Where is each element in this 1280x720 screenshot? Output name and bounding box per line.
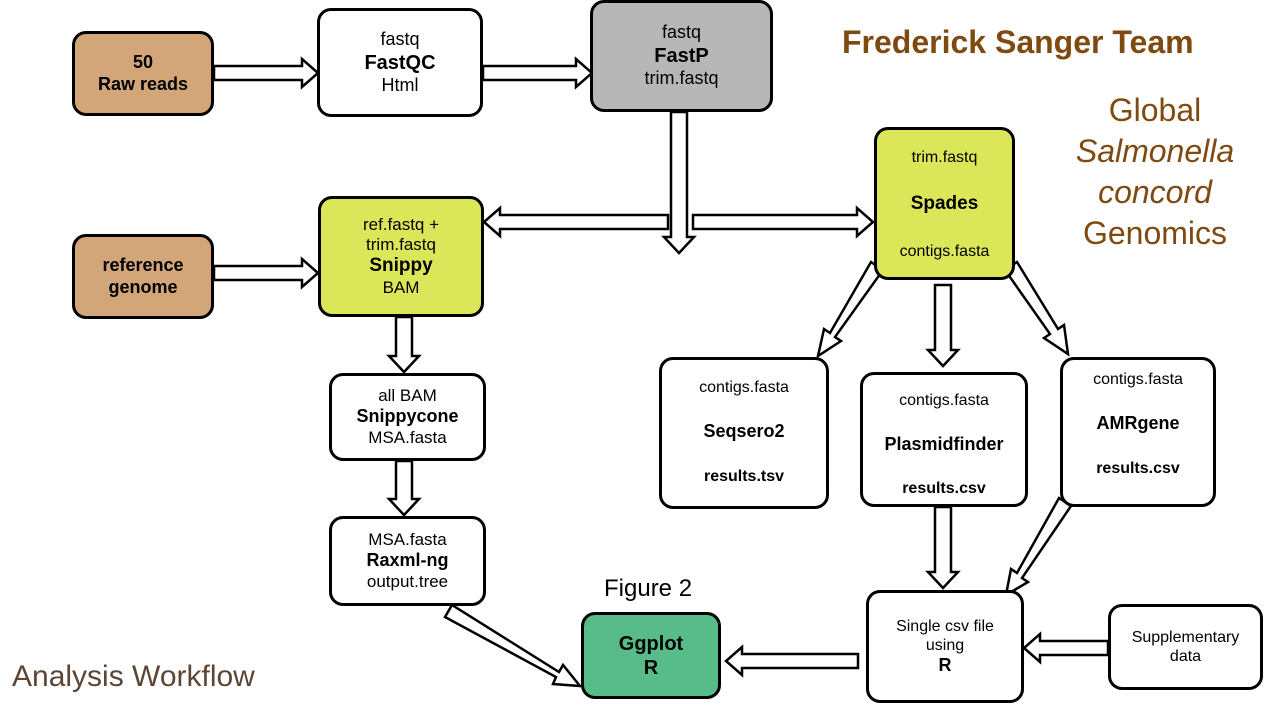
raxml-output: output.tree	[366, 571, 449, 591]
node-snippy: ref.fastq + trim.fastq Snippy BAM	[318, 196, 484, 317]
arrow-snippycore-down	[386, 459, 422, 517]
spades-input: trim.fastq	[911, 149, 978, 166]
snippy-input-ref: ref.fastq +	[362, 214, 440, 234]
arrow-ref-to-snippy	[212, 256, 320, 290]
seqsero-input: contigs.fasta	[699, 379, 789, 396]
arrow-spades-to-amr	[1003, 260, 1070, 357]
arrow-to-snippy	[482, 205, 670, 239]
ggplot-tool: Ggplot	[618, 632, 684, 655]
arrow-supp-to-csv	[1022, 631, 1110, 665]
csv-line-2: using	[925, 636, 965, 654]
ggplot-lang: R	[643, 656, 659, 679]
arrow-fastqc-to-fastp	[481, 56, 594, 90]
arrow-raxml-to-ggplot	[443, 603, 583, 688]
snippy-tool: Snippy	[369, 255, 433, 277]
project-subtitle: Global Salmonella concord Genomics	[1060, 90, 1250, 254]
node-supplementary: Supplementary data	[1108, 604, 1263, 690]
snippycore-output: MSA.fasta	[368, 427, 447, 447]
workflow-title: Analysis Workflow	[12, 660, 255, 693]
csv-tool: R	[938, 654, 952, 675]
node-ggplot: Ggplot R	[581, 612, 721, 699]
node-snippycore: all BAM Snippycone MSA.fasta	[329, 373, 486, 461]
fastp-input: fastq	[661, 22, 702, 43]
seqsero-tool: Seqsero2	[703, 421, 785, 442]
raw-reads-count: 50	[132, 51, 154, 72]
node-fastp: fastq FastP trim.fastq	[590, 0, 773, 112]
arrow-plasmid-to-csv	[925, 505, 961, 590]
figure-label: Figure 2	[604, 575, 693, 602]
arrow-amr-to-csv	[1004, 496, 1073, 598]
arrow-spades-to-plasmid	[925, 283, 961, 368]
raw-reads-label: Raw reads	[97, 73, 189, 94]
supp-line-2: data	[1169, 648, 1202, 665]
subtitle-line-global: Global	[1108, 92, 1202, 128]
csv-line-1: Single csv file	[896, 617, 994, 635]
snippycore-tool: Snippycone	[356, 406, 459, 427]
arrow-snippy-down	[386, 315, 422, 374]
amr-output: results.csv	[1096, 459, 1180, 477]
plasmid-input: contigs.fasta	[899, 392, 989, 409]
snippy-input-trim: trim.fastq	[366, 234, 436, 254]
raxml-tool: Raxml-ng	[366, 550, 449, 571]
plasmid-output: results.csv	[902, 479, 986, 497]
snippy-output: BAM	[382, 278, 420, 298]
fastqc-tool: FastQC	[364, 51, 436, 74]
subtitle-line-genomics: Genomics	[1082, 215, 1228, 251]
fastp-tool: FastP	[654, 45, 709, 67]
arrow-csv-to-ggplot	[724, 644, 860, 678]
node-raxml: MSA.fasta Raxml-ng output.tree	[329, 516, 486, 606]
node-raw-reads: 50 Raw reads	[72, 31, 214, 116]
node-reference-genome: reference genome	[72, 234, 214, 319]
arrow-spades-to-seqsero	[816, 260, 885, 359]
plasmid-tool: Plasmidfinder	[884, 433, 1004, 454]
arrow-raw-to-fastqc	[212, 56, 320, 90]
subtitle-line-salmonella: Salmonella	[1075, 133, 1235, 169]
node-amrgene: contigs.fasta AMRgene results.csv	[1060, 357, 1216, 507]
team-title: Frederick Sanger Team	[842, 24, 1194, 60]
fastqc-input: fastq	[380, 28, 420, 49]
spades-tool: Spades	[910, 193, 979, 215]
raxml-input: MSA.fasta	[368, 529, 447, 549]
fastqc-output: Html	[381, 74, 419, 95]
reference-line-2: genome	[108, 276, 178, 297]
reference-line-1: reference	[102, 254, 184, 275]
node-spades: trim.fastq Spades contigs.fasta	[874, 127, 1015, 280]
node-fastqc: fastq FastQC Html	[317, 8, 483, 117]
arrow-fastp-down	[661, 110, 697, 255]
amr-input: contigs.fasta	[1093, 371, 1183, 388]
spades-output: contigs.fasta	[899, 242, 990, 260]
supp-line-1: Supplementary	[1131, 628, 1240, 646]
node-seqsero2: contigs.fasta Seqsero2 results.tsv	[659, 357, 829, 509]
arrow-to-spades	[691, 205, 875, 239]
node-plasmidfinder: contigs.fasta Plasmidfinder results.csv	[860, 372, 1028, 507]
node-single-csv: Single csv file using R	[866, 590, 1024, 703]
subtitle-line-concord: concord	[1098, 174, 1212, 210]
seqsero-output: results.tsv	[703, 467, 785, 485]
fastp-output: trim.fastq	[644, 68, 719, 88]
snippycore-input: all BAM	[378, 385, 437, 405]
amr-tool: AMRgene	[1096, 413, 1180, 434]
